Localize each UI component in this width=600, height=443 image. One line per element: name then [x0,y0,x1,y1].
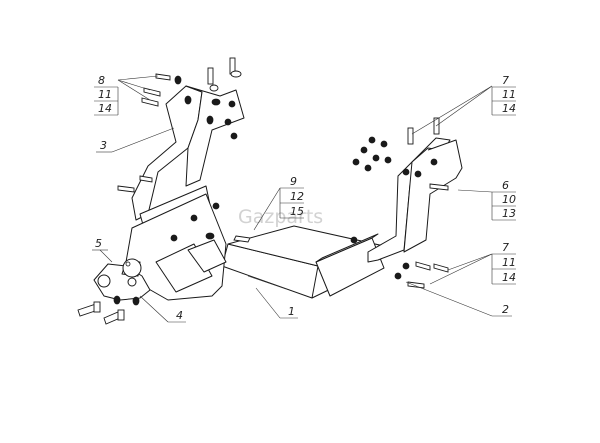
callout-7-11-14-bottom: 7 11 14 [491,241,516,285]
callout-7-11-14-top: 7 11 14 [491,74,516,116]
callout-label: 14 [98,102,112,115]
bolt-set-left [77,301,125,325]
callout-label: 15 [290,205,304,218]
callout-label: 9 [290,175,297,188]
callout-label: 13 [502,207,516,220]
bolt-set-top-left [117,57,358,244]
part-label-1: 1 [288,305,295,318]
callout-label: 11 [502,88,516,101]
callout-9-12-15: 9 12 15 [279,175,304,219]
callout-label: 7 [502,241,509,254]
callout-label: 11 [502,256,516,269]
callout-8-11-14: 8 11 14 [94,74,119,116]
part-label-3: 3 [100,139,107,152]
callout-label: 6 [502,179,509,192]
right-beam-sleeve [315,233,385,297]
leader-lines [99,75,493,323]
callout-label: 14 [502,271,516,284]
callout-label: 11 [98,88,112,101]
part-label-4: 4 [176,309,183,322]
callout-label: 10 [502,193,516,206]
callout-label: 7 [502,74,509,87]
hitch-mount-plate [125,193,227,301]
callout-label: 14 [502,102,516,115]
callout-6-10-13: 6 10 13 [491,179,516,221]
tow-ball-assembly [93,258,151,306]
part-label-5: 5 [95,237,102,250]
callout-label: 12 [290,190,304,203]
part-label-2: 2 [502,303,509,316]
watermark: Gazparts [238,206,323,228]
right-bracket [367,137,463,263]
callout-label: 8 [98,74,105,87]
part-labels: 3 5 4 1 2 [92,139,512,323]
